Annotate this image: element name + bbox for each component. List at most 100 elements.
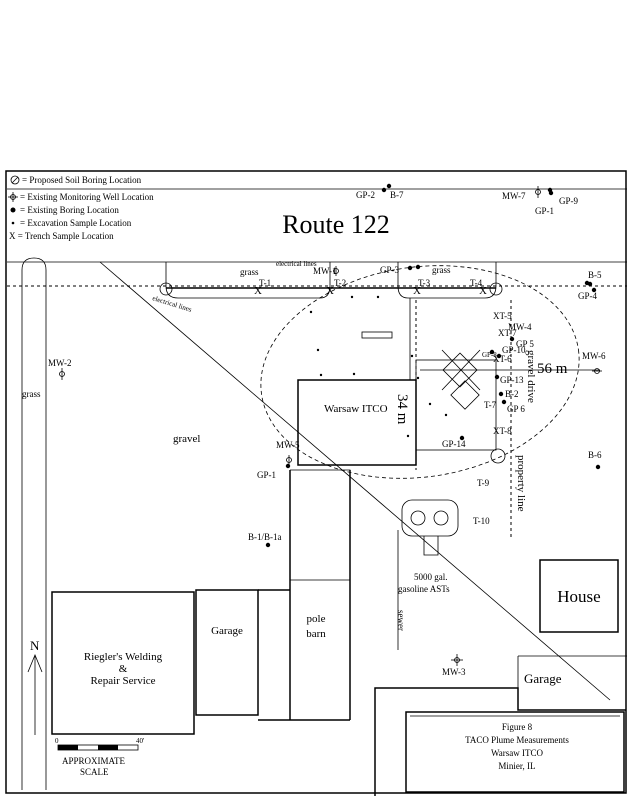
gp-10-label: GP-10 — [502, 345, 526, 355]
gp-4-label: GP-4 — [578, 291, 598, 301]
north-arrow-icon: N — [27, 638, 43, 735]
gravel-drive-label: gravel drive — [525, 350, 537, 403]
garage-right-label: Garage — [524, 671, 562, 686]
tank-outline — [361, 331, 393, 339]
t-10-label: T-10 — [473, 516, 490, 526]
ast-enclosure — [401, 499, 459, 537]
grass-label-2: grass — [432, 265, 451, 275]
grass-island-2 — [397, 262, 497, 299]
trench-x-marker: X — [479, 285, 487, 297]
monitoring-well-marker — [592, 368, 602, 374]
xt-7-label: XT-7 — [498, 328, 517, 338]
title-box — [405, 711, 625, 793]
monitoring-well-marker — [59, 368, 65, 380]
pole-marker — [490, 448, 506, 464]
b-2-label: B-2 — [505, 389, 519, 399]
gp-8-label: GP-8 — [482, 351, 497, 359]
pole-marker — [489, 282, 503, 296]
legend-boring: = Existing Boring Location — [20, 205, 119, 215]
gp-2-label: GP-2 — [356, 190, 375, 200]
dim-34-label: 34 m — [394, 394, 410, 425]
figure-title: TACO Plume Measurements — [465, 735, 569, 745]
gp-1b-label: GP-1 — [535, 206, 554, 216]
mw-2-label: MW-2 — [48, 358, 72, 368]
t-4-label: T-4 — [470, 278, 483, 288]
gravel-label: gravel — [173, 433, 200, 445]
rieglers-label-2: & — [119, 663, 128, 675]
route-label: Route 122 — [282, 210, 390, 239]
rieglers-label-3: Repair Service — [90, 675, 155, 687]
ast-tank — [433, 510, 449, 526]
property-line-label: property line — [515, 455, 527, 512]
monitoring-wells: MW-1 MW-2 MW-3 MW-4 MW-5 MW-6 MW-7 — [48, 186, 606, 677]
grass-strip-left — [21, 257, 47, 790]
legend-proposed-boring: = Proposed Soil Boring Location — [22, 175, 142, 185]
b-5-label: B-5 — [588, 270, 602, 280]
garage-left — [195, 589, 259, 716]
electrical-line-diagonal — [99, 261, 611, 701]
t-7-label: T-7 — [484, 400, 497, 410]
grass-island-1 — [165, 262, 331, 299]
rieglers-label-1: Riegler's Welding — [84, 651, 163, 663]
mw-4-label: MW-4 — [508, 322, 532, 332]
north-label: N — [30, 638, 40, 653]
gp-5-label: GP 5 — [516, 339, 534, 349]
grass-left-label: grass — [22, 389, 41, 399]
mw-7-label: MW-7 — [502, 191, 526, 201]
figure-site: Warsaw ITCO — [491, 748, 544, 758]
map-frame — [5, 170, 627, 794]
trench-x-marker: X — [254, 285, 262, 297]
sewer-label: sewer — [396, 610, 406, 631]
t-2-label: T-2 — [334, 278, 346, 288]
t-1-label: T-1 — [259, 278, 271, 288]
legend: = Proposed Soil Boring Location = Existi… — [7, 175, 627, 241]
ast-label-1: 5000 gal. — [414, 572, 448, 582]
figure-location: Minier, IL — [498, 761, 535, 771]
proposed-boring-icon — [10, 175, 20, 185]
warsaw-itco-label: Warsaw ITCO — [324, 403, 388, 415]
monitoring-well-marker — [286, 455, 292, 465]
ast-label-2: gasoline ASTs — [398, 584, 450, 594]
mw-3-label: MW-3 — [442, 667, 466, 677]
monitoring-well-marker — [333, 266, 339, 276]
xt-5-label: XT-5 — [493, 311, 512, 321]
pole-barn-label-2: barn — [306, 628, 326, 640]
b-7-label: B-7 — [390, 190, 404, 200]
scale-label-1: APPROXIMATE — [62, 756, 126, 766]
plume-boundary — [260, 265, 580, 479]
xt-6-label: XT-6 — [493, 354, 512, 364]
pole-marker — [159, 282, 173, 296]
t-9-label: T-9 — [477, 478, 490, 488]
trench-samples: X T-1 X T-2 X T-3 X T-4 T-7 T-9 T-10 XT-… — [254, 278, 517, 526]
gp-6-label: GP 6 — [507, 404, 525, 414]
house-label: House — [557, 587, 600, 606]
trench-x-marker: X — [413, 285, 421, 297]
pole-barn-label-1: pole — [307, 613, 326, 625]
figure-number: Figure 8 — [502, 722, 533, 732]
house-building — [539, 559, 619, 633]
legend-excavation: = Excavation Sample Location — [20, 218, 132, 228]
b-6-label: B-6 — [588, 450, 602, 460]
mw-6-label: MW-6 — [582, 351, 606, 361]
scale-label-2: SCALE — [80, 767, 109, 777]
ast-tank — [410, 510, 426, 526]
boring-icon — [10, 207, 16, 213]
excavation-icon — [11, 221, 15, 225]
garage-left-label: Garage — [211, 625, 243, 637]
excavation-samples — [309, 295, 448, 438]
gp-14-label: GP-14 — [442, 439, 466, 449]
gp-1-label: GP-1 — [257, 470, 276, 480]
legend-monitoring-well: = Existing Monitoring Well Location — [20, 192, 154, 202]
scale-40: 40' — [136, 737, 144, 745]
legend-trench: X = Trench Sample Location — [9, 231, 114, 241]
trench-x-marker: X — [326, 285, 334, 297]
scale-zero: 0 — [55, 737, 59, 745]
mw-1-label: MW-1 — [313, 266, 337, 276]
dim-56-label: 56 m — [537, 361, 568, 377]
b-1-label: B-1/B-1a — [248, 532, 282, 542]
t-3-label: T-3 — [418, 278, 431, 288]
mw-5-label: MW-5 — [276, 440, 300, 450]
parcel-line — [290, 469, 351, 581]
boring-points: GP-1 GP-1 GP-2 B-7 GP-3 GP-4 B-5 GP 5 GP… — [248, 183, 602, 548]
